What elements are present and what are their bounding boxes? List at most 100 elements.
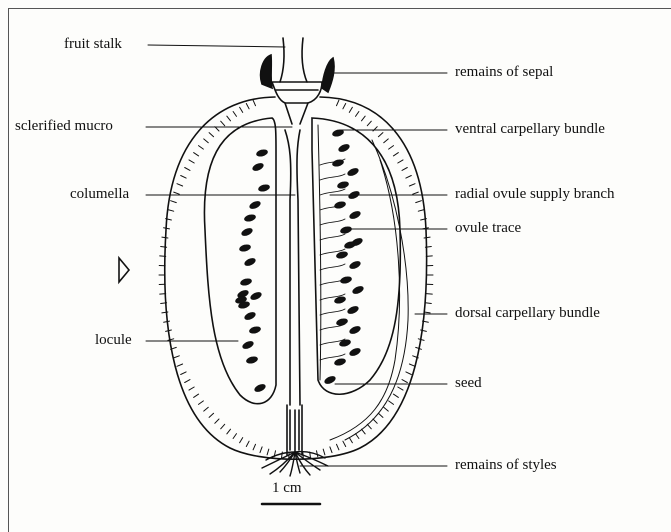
hair <box>393 153 398 156</box>
seed <box>238 243 251 252</box>
hair <box>393 394 398 397</box>
hair <box>384 407 389 411</box>
label-sclerified-mucro: sclerified mucro <box>15 118 113 134</box>
hair <box>215 419 219 423</box>
hair <box>160 294 166 295</box>
seed <box>348 346 362 357</box>
hair <box>424 237 430 238</box>
label-radial-ovule-supply-branch: radial ovule supply branch <box>455 186 615 202</box>
hair <box>181 176 186 179</box>
hair <box>162 237 168 238</box>
sepal-right <box>322 58 334 92</box>
label-seed: seed <box>455 375 482 391</box>
hair <box>349 438 352 443</box>
hair <box>174 192 180 194</box>
seed <box>245 355 258 364</box>
hair <box>343 104 346 109</box>
ovule-trace <box>320 189 345 195</box>
hair <box>164 228 170 229</box>
hair <box>246 104 249 109</box>
seed <box>241 339 255 350</box>
hair <box>160 256 166 257</box>
seed <box>255 148 268 157</box>
hair <box>267 449 269 455</box>
style-column <box>287 405 302 455</box>
ovule-trace <box>320 264 345 270</box>
seed <box>248 199 262 210</box>
hair <box>343 441 346 446</box>
hair <box>240 107 243 112</box>
hair <box>425 303 431 304</box>
hair <box>209 133 214 137</box>
seed <box>248 325 261 334</box>
hair <box>189 160 194 163</box>
fruit-stalk <box>280 38 307 82</box>
fruit-hairs <box>159 100 433 459</box>
seed <box>335 317 348 326</box>
hair <box>233 434 236 439</box>
hair <box>246 441 249 446</box>
hair <box>337 444 339 450</box>
hair <box>209 413 214 417</box>
hair <box>406 372 411 375</box>
hair <box>389 146 394 150</box>
seed <box>346 304 360 315</box>
seed <box>251 161 265 172</box>
hair <box>373 419 377 423</box>
hair <box>253 444 255 450</box>
hair <box>253 100 255 106</box>
label-remains-of-styles: remains of styles <box>455 457 557 473</box>
hair <box>204 139 209 143</box>
seed <box>347 189 361 200</box>
seed <box>338 338 351 347</box>
hair <box>177 364 183 366</box>
label-fruit-stalk: fruit stalk <box>64 36 122 52</box>
seed <box>239 277 252 286</box>
hair <box>416 201 422 203</box>
seed <box>339 225 352 234</box>
seed <box>339 275 352 284</box>
hair <box>418 210 424 212</box>
hair <box>161 303 167 304</box>
hair <box>168 210 174 212</box>
style-remains <box>262 452 328 476</box>
ovule-trace <box>320 174 345 180</box>
seed <box>351 284 365 295</box>
hair <box>402 168 407 171</box>
hair <box>323 449 325 455</box>
orientation-arrow-icon <box>119 258 129 282</box>
hair <box>384 139 389 143</box>
columella-right <box>297 130 300 405</box>
hair <box>177 184 183 186</box>
hair <box>413 192 419 194</box>
hair <box>221 424 225 429</box>
seed <box>348 209 362 220</box>
hair <box>362 116 366 121</box>
label-columella: columella <box>70 186 129 202</box>
label-dorsal-carpellary-bundle: dorsal carpellary bundle <box>455 305 600 321</box>
hair <box>378 133 383 137</box>
columella-left <box>285 130 291 405</box>
hair <box>356 112 359 117</box>
seed <box>243 256 257 267</box>
label-locule: locule <box>95 332 132 348</box>
hair <box>204 407 209 411</box>
seed <box>253 382 267 393</box>
hair <box>426 256 432 257</box>
hair <box>185 168 190 171</box>
seed <box>337 142 351 153</box>
label-ovule-trace: ovule trace <box>455 220 521 236</box>
hair <box>189 387 194 390</box>
hair <box>378 413 383 417</box>
seed <box>240 226 254 237</box>
ovule-trace <box>320 309 345 315</box>
hair <box>199 401 204 405</box>
hair <box>337 100 339 106</box>
seed <box>336 180 349 189</box>
hair <box>181 372 186 375</box>
hair <box>227 116 231 121</box>
seed <box>257 183 270 192</box>
seed <box>346 166 360 177</box>
hair <box>166 330 172 331</box>
